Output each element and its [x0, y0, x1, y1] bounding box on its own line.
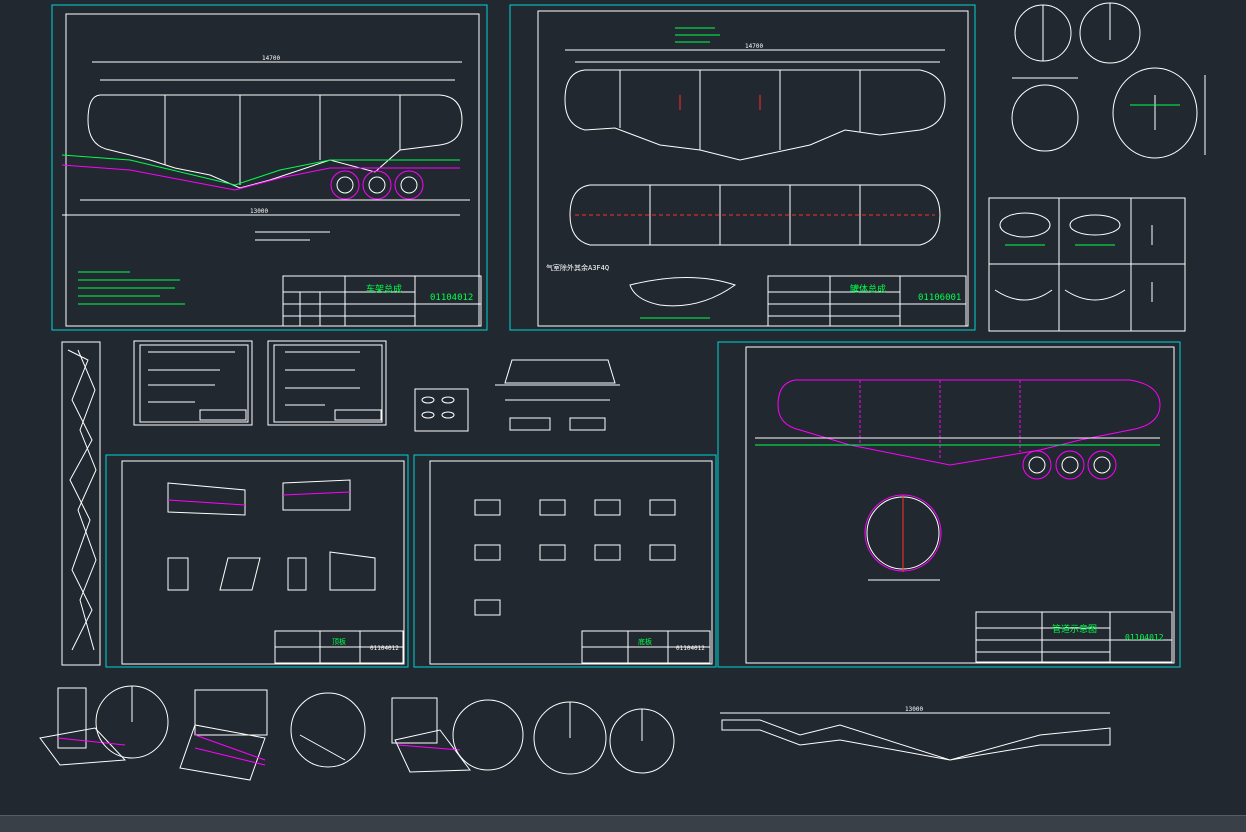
drawing-number: 01104012: [676, 645, 705, 652]
bottom-details[interactable]: 13000: [39, 685, 1111, 781]
sheet-small-2[interactable]: [267, 340, 387, 426]
dimension-label: 14700: [745, 43, 763, 50]
title-block: [581, 630, 711, 664]
sheet-title: 车架总成: [366, 283, 402, 295]
title-block: [767, 275, 967, 327]
note-text: 气室除外其余A3F4Q: [546, 263, 609, 272]
title-block: [282, 275, 482, 327]
section-views-circles[interactable]: [1011, 2, 1206, 159]
wheel-icon: [330, 170, 424, 200]
layout-strip[interactable]: [61, 341, 101, 666]
wheel-icon: [1022, 450, 1117, 480]
sheet-tank[interactable]: 气室除外其余A3F4Q 罐体总成 01106001 14700: [509, 4, 976, 331]
sheet-title: 罐体总成: [850, 283, 886, 295]
sheet-parts-a[interactable]: 顶板 01104012: [105, 454, 409, 668]
sheet-details-grid[interactable]: [988, 197, 1186, 332]
dimension-label: 14700: [262, 55, 280, 62]
sheet-chassis[interactable]: 车架总成 01104012 14700 13000: [51, 4, 488, 331]
title-block: [274, 630, 404, 664]
sheet-small-1[interactable]: [133, 340, 253, 426]
sheet-title: 顶板: [332, 637, 346, 646]
dimension-label: 13000: [905, 706, 923, 713]
sheet-title: 管道示意图: [1052, 623, 1097, 635]
sheet-small-3[interactable]: [414, 388, 469, 432]
sheet-title: 底板: [638, 637, 652, 646]
sheet-parts-b[interactable]: 底板 01104012: [413, 454, 717, 668]
title-block: [975, 611, 1173, 663]
drawing-number: 01104012: [370, 645, 399, 652]
drawing-number: 01104012: [1125, 633, 1164, 642]
drawing-number: 01104012: [430, 293, 473, 303]
sheet-piping[interactable]: 管道示意图 01104012: [717, 341, 1181, 668]
dimension-label: 13000: [250, 208, 268, 215]
status-bar: [0, 815, 1246, 832]
drawing-number: 01106001: [918, 293, 961, 303]
detail-beam[interactable]: [495, 359, 620, 431]
